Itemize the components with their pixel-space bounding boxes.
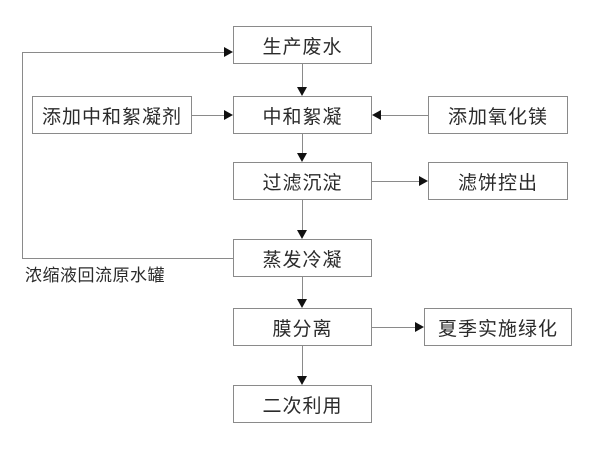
feedback-loop-bottom-segment xyxy=(22,258,233,259)
node-filter-cake-discharge-label: 滤饼控出 xyxy=(457,171,538,194)
node-production-wastewater[interactable]: 生产废水 xyxy=(233,26,372,64)
node-filter-cake-discharge[interactable]: 滤饼控出 xyxy=(428,162,568,200)
edge-magnesium-to-neutralize-arrowhead-icon xyxy=(372,110,381,120)
edge-flocculant-to-neutralize-arrowhead-icon xyxy=(224,110,233,120)
node-summer-greening-label: 夏季实施绿化 xyxy=(437,317,558,340)
node-production-wastewater-label: 生产废水 xyxy=(262,35,343,58)
node-secondary-utilization-label: 二次利用 xyxy=(262,394,343,417)
node-add-neutral-flocculant[interactable]: 添加中和絮凝剂 xyxy=(32,96,192,134)
edge-neutralize-to-filter xyxy=(302,134,303,153)
edge-magnesium-to-neutralize xyxy=(381,115,428,116)
edge-wastewater-to-neutralize-arrowhead-icon xyxy=(297,87,307,96)
edge-wastewater-to-neutralize xyxy=(302,64,303,87)
node-membrane-separation[interactable]: 膜分离 xyxy=(233,308,372,346)
edge-neutralize-to-filter-arrowhead-icon xyxy=(297,153,307,162)
edge-filter-to-cake xyxy=(372,181,419,182)
edge-membrane-to-secondary-arrowhead-icon xyxy=(297,376,307,385)
edge-filter-to-evaporate-arrowhead-icon xyxy=(297,230,307,239)
node-membrane-separation-label: 膜分离 xyxy=(272,317,333,340)
edge-evaporate-to-membrane xyxy=(302,277,303,299)
node-secondary-utilization[interactable]: 二次利用 xyxy=(233,385,372,423)
node-add-magnesium-oxide[interactable]: 添加氧化镁 xyxy=(428,96,568,134)
edge-flocculant-to-neutralize xyxy=(192,115,224,116)
edge-membrane-to-greening-arrowhead-icon xyxy=(415,322,424,332)
feedback-loop-arrowhead-icon xyxy=(224,47,233,57)
node-evaporate-condense-label: 蒸发冷凝 xyxy=(262,248,343,271)
node-filter-precipitate[interactable]: 过滤沉淀 xyxy=(233,162,372,200)
concentrate-return-label: 浓缩液回流原水罐 xyxy=(25,266,165,286)
node-add-magnesium-oxide-label: 添加氧化镁 xyxy=(447,105,548,128)
node-filter-precipitate-label: 过滤沉淀 xyxy=(262,171,343,194)
feedback-loop-left-segment xyxy=(22,52,23,258)
edge-filter-to-evaporate xyxy=(302,200,303,230)
node-neutralize-flocculate-label: 中和絮凝 xyxy=(262,105,343,128)
node-summer-greening[interactable]: 夏季实施绿化 xyxy=(424,308,572,346)
edge-filter-to-cake-arrowhead-icon xyxy=(419,176,428,186)
edge-evaporate-to-membrane-arrowhead-icon xyxy=(297,299,307,308)
edge-membrane-to-greening xyxy=(372,327,415,328)
node-evaporate-condense[interactable]: 蒸发冷凝 xyxy=(233,239,372,277)
edge-membrane-to-secondary xyxy=(302,346,303,376)
feedback-loop-top-segment xyxy=(22,52,227,53)
node-add-neutral-flocculant-label: 添加中和絮凝剂 xyxy=(41,105,182,128)
node-neutralize-flocculate[interactable]: 中和絮凝 xyxy=(233,96,372,134)
